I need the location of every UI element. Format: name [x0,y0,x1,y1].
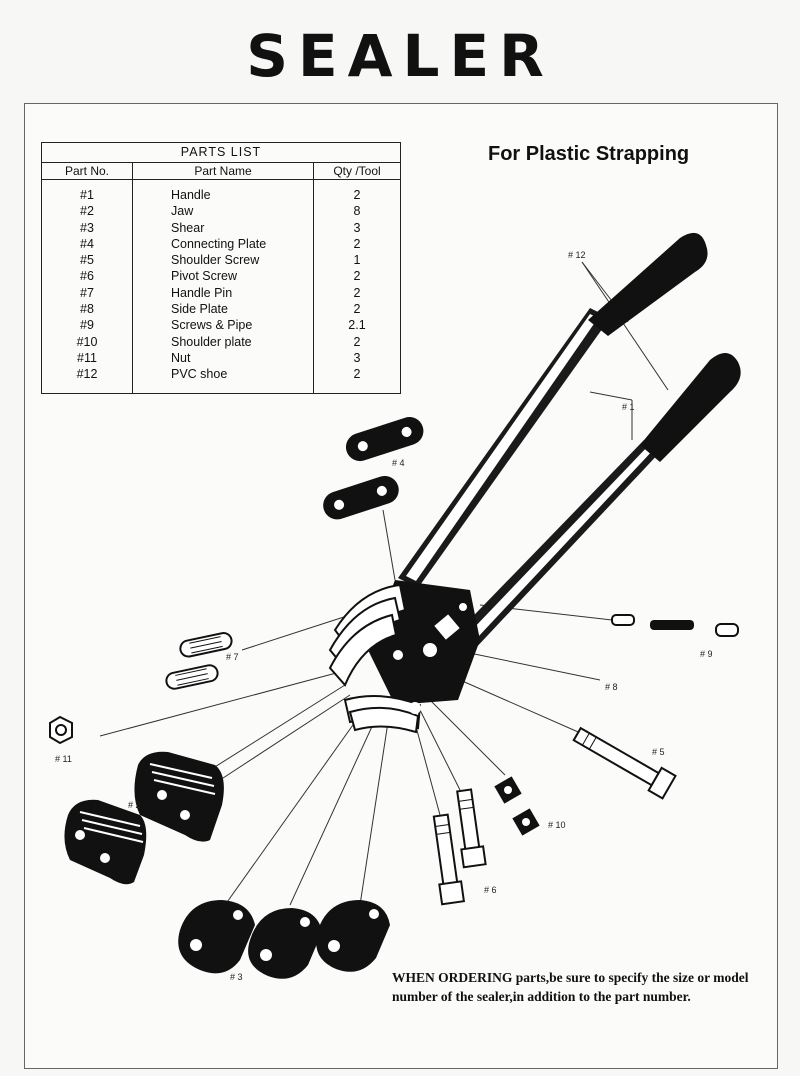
ordering-note: WHEN ORDERING parts,be sure to specify t… [392,968,772,1006]
pivot-screw-parts [432,788,487,906]
callout-4: # 4 [392,458,405,468]
shoulder-screw-part [572,726,677,800]
parts-row-name: Connecting Plate [171,236,267,251]
parts-row-no: #1 [80,188,94,202]
handle-pin-parts [165,632,233,690]
parts-row-no: #11 [77,350,97,365]
handle-lower [450,352,741,652]
handle-upper [398,232,708,588]
parts-row-no: #9 [80,318,94,333]
connecting-plate-parts [323,417,424,520]
parts-row-no: #5 [80,253,94,268]
parts-row-name: Screws & Pipe [171,318,253,333]
header-qty: Qty /Tool [333,164,381,178]
header-part-name: Part Name [133,163,314,179]
shear-parts [178,900,390,979]
callout-2: # 2 [128,800,141,810]
parts-row-qty: 2 [353,188,361,202]
callout-8: # 8 [605,682,618,692]
sealer-head [328,580,480,734]
subtitle: For Plastic Strapping [488,143,690,165]
part-no-column: #1 #2#3#4 #5#6#7 #8#9#10#11 #12 [42,180,133,394]
parts-list-caption: PARTS LIST [42,143,400,163]
callout-7: # 7 [226,652,239,662]
parts-row-name: Handle [171,188,211,202]
parts-row-no: #8 [80,302,94,317]
parts-row-no: #2 [80,204,94,219]
parts-row-name: Pivot Screw [171,269,237,284]
parts-row-no: #12 [76,367,98,382]
parts-row-no: #10 [76,334,98,349]
parts-row-name: Shoulder plate [171,334,252,349]
page-title: SEALER [246,22,554,90]
parts-list-header: Part No. Part Name Qty /Tool [42,163,400,180]
callout-3: # 3 [230,972,243,982]
parts-row-name: PVC shoe [171,367,228,382]
callout-6: # 6 [484,885,497,895]
parts-list-table: PARTS LIST Part No. Part Name Qty /Tool … [41,142,401,394]
screws-and-pipe-parts [611,614,739,637]
callout-10: # 10 [548,820,566,830]
callout-11: # 11 [55,754,72,764]
parts-row-qty: 1 [353,253,361,268]
parts-row-name: Nut [171,350,191,365]
callout-9: # 9 [700,649,713,659]
parts-row-name: Jaw [171,204,194,219]
parts-row-no: #4 [80,236,94,251]
parts-row-qty: 2.1 [348,318,366,333]
shoulder-plate-parts [494,776,540,836]
callout-5: # 5 [652,747,665,757]
parts-row-name: Side Plate [171,302,228,317]
callout-1: # 1 [622,402,635,412]
parts-row-qty: 2 [353,302,361,317]
header-part-no: Part No. [42,163,133,179]
ordering-note-lead: WHEN ORDERING [392,970,513,985]
parts-row-qty: 2 [353,269,361,284]
parts-row-qty: 3 [353,350,361,365]
parts-row-qty: 3 [353,220,361,235]
callout-12: # 12 [568,250,586,260]
parts-row-qty: 2 [353,334,361,349]
nut-part [49,715,73,745]
parts-row-no: #7 [80,285,94,300]
parts-row-name: Shear [171,220,205,235]
parts-row-qty: 2 [353,236,361,251]
parts-row-name: Handle Pin [171,285,233,300]
leader-lines [99,261,669,906]
parts-row-no: #6 [80,269,94,284]
parts-row-qty: 2 [353,285,361,300]
parts-row-qty: 2 [353,367,361,382]
parts-row-name: Shoulder Screw [171,253,260,268]
ordering-note-rest: parts,be sure to specify the size or mod… [392,970,749,1004]
parts-row-no: #3 [80,220,94,235]
parts-row-qty: 8 [353,204,361,219]
jaw-parts [64,751,224,885]
